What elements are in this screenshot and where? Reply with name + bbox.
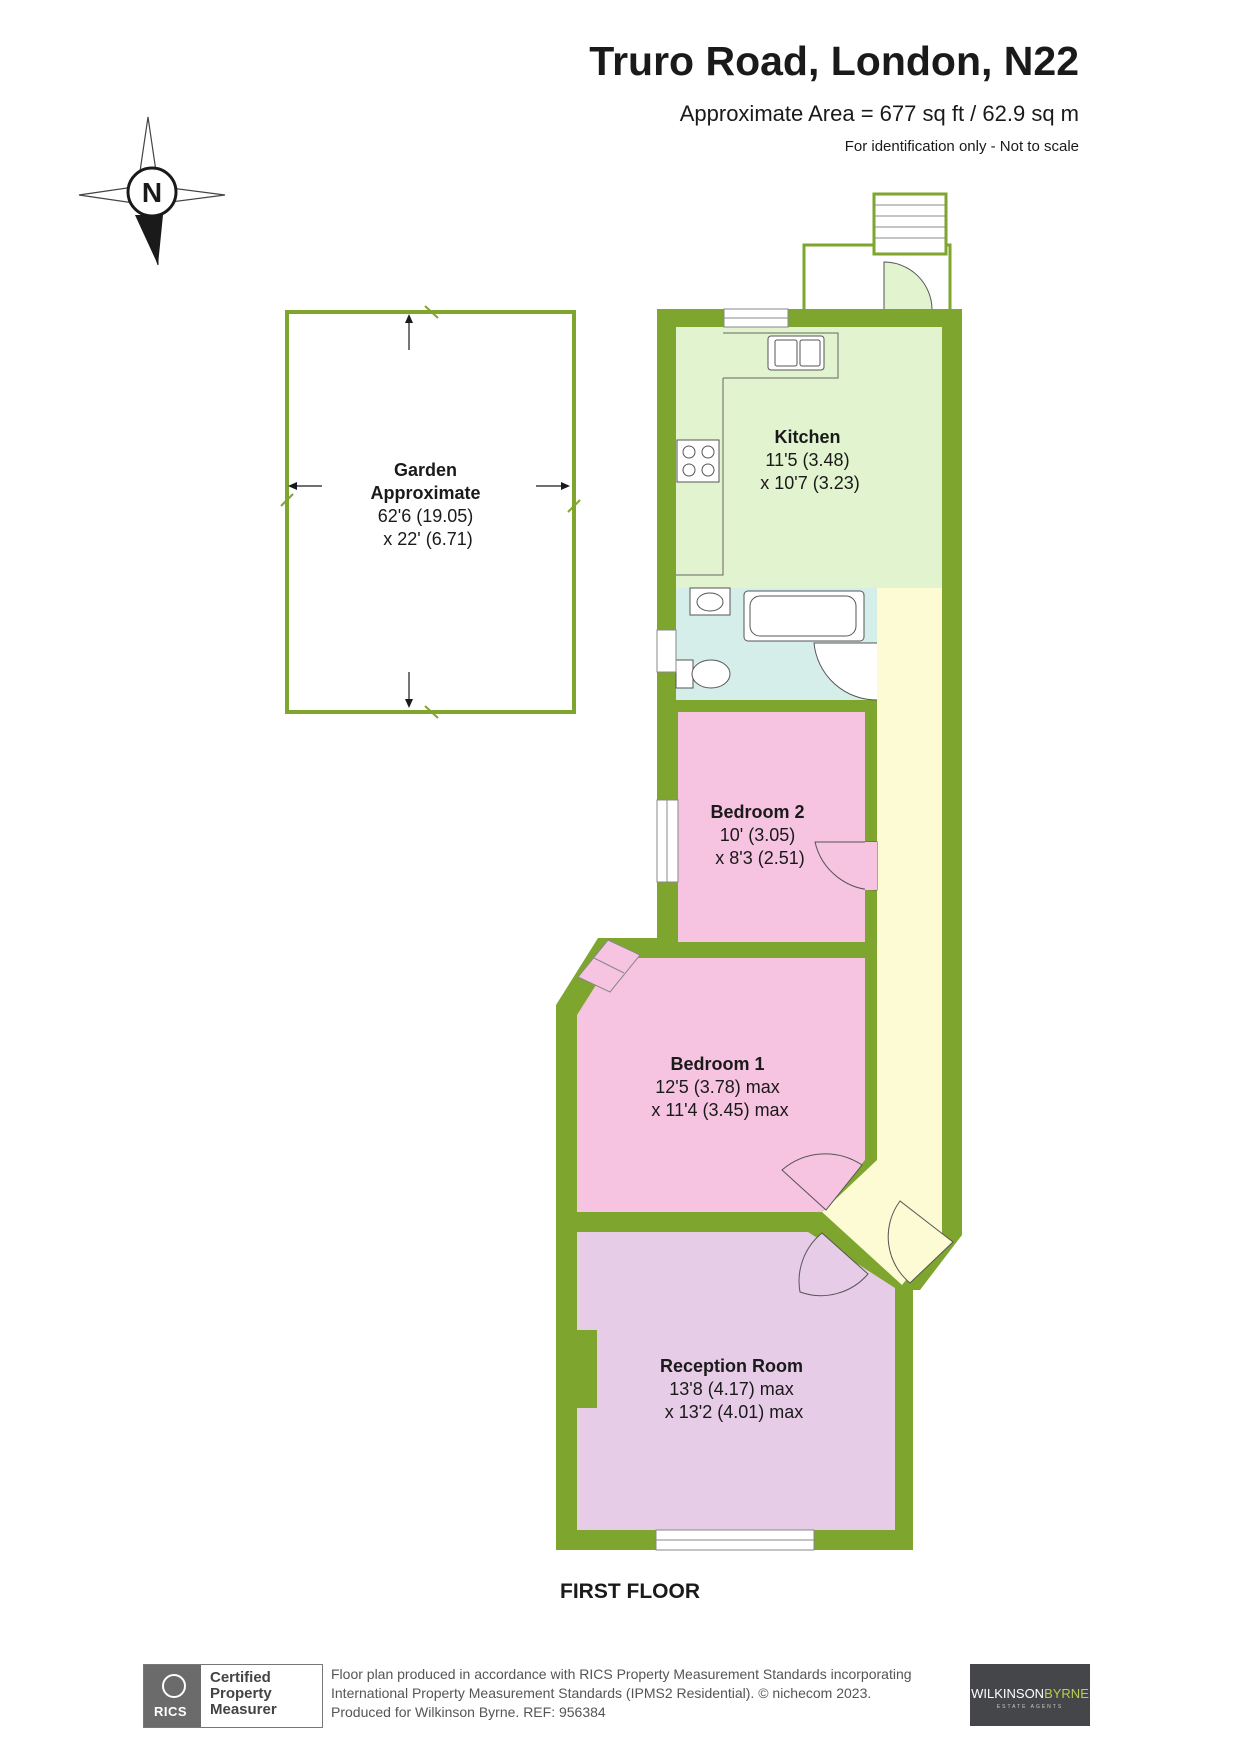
area-summary: Approximate Area = 677 sq ft / 62.9 sq m [679,101,1079,126]
svg-text:Bedroom 2 10' (3.05) x: Bedroom 2 10' (3.05) x 8'3 (2.51) [710,802,809,868]
bedroom-1-dim-2: x 11'4 (3.45) max [651,1100,788,1120]
certified-line-3: Measurer [210,1701,277,1718]
certified-line-1: Certified [210,1669,271,1686]
agent-name-part-2: BYRNE [1044,1686,1089,1701]
floor-label: FIRST FLOOR [560,1580,700,1603]
agent-name-part-1: WILKINSON [971,1686,1045,1701]
bedroom-1-room [577,958,865,1212]
bathroom-window [656,629,677,673]
entrance-door[interactable] [887,1200,954,1284]
bedroom-1-name: Bedroom 1 [670,1054,764,1074]
garden-name: Garden [394,460,457,480]
page-title: Truro Road, London, N22 [589,38,1079,84]
rics-logo: RICS Certified Property Measurer [143,1664,323,1728]
hob-icon [676,439,720,483]
stairs [802,192,952,310]
footer-line-2: International Property Measurement Stand… [331,1685,872,1701]
reception-room [577,1232,895,1530]
reception-name: Reception Room [660,1356,803,1376]
garden-dim-2: x 22' (6.71) [383,529,472,549]
bathroom-door[interactable] [813,642,878,701]
hallway [822,588,942,1285]
kitchen-name: Kitchen [774,427,840,447]
bedroom-2-room [678,712,865,942]
svg-text:Kitchen 11'5 (3.48) x: Kitchen 11'5 (3.48) x 10'7 (3.23) [760,427,860,493]
certified-line-2: Property [210,1685,272,1702]
agent-subtitle: ESTATE AGENTS [996,1704,1064,1710]
svg-text:Garden Approximate 62': Garden Approximate 62'6 (19.05) x 22' (6… [370,460,485,549]
rics-text: RICS [154,1704,188,1719]
reception-dim-2: x 13'2 (4.01) max [665,1402,804,1422]
compass-letter: N [142,177,162,208]
reception-door[interactable] [798,1232,869,1297]
bedroom-2-name: Bedroom 2 [710,802,804,822]
svg-text:Reception Room 13'8 (4.17): Reception Room 13'8 (4.17) max x 13'2 (4… [660,1356,808,1422]
svg-text:Bedroom 1 12'5 (3.78) max: Bedroom 1 12'5 (3.78) max x 11'4 (3.45) … [651,1054,788,1120]
kitchen-dim-1: 11'5 (3.48) [765,450,849,470]
footer-line-3: Produced for Wilkinson Byrne. REF: 95638… [331,1704,606,1720]
rics-crest-icon [162,1674,186,1698]
garden-name-2: Approximate [370,483,480,503]
bedroom-2-dim-1: 10' (3.05) [720,825,795,845]
agent-logo: WILKINSONBYRNE ESTATE AGENTS [970,1664,1090,1726]
garden-dim-1: 62'6 (19.05) [378,506,474,526]
bedroom-1-door[interactable] [781,1153,863,1211]
rics-mark: RICS [144,1665,201,1727]
kitchen-room [676,327,942,588]
compass-icon: N [78,116,226,266]
toilet-icon [675,659,731,689]
bedroom-1-dim-1: 12'5 (3.78) max [655,1077,780,1097]
garden-area [280,305,581,719]
identification-note: For identification only - Not to scale [844,138,1079,155]
agent-name: WILKINSONBYRNE [970,1686,1090,1701]
certified-measurer: Certified Property Measurer [210,1670,277,1718]
footer-notice: Floor plan produced in accordance with R… [331,1665,971,1722]
kitchen-dim-2: x 10'7 (3.23) [760,473,860,493]
reception-dim-1: 13'8 (4.17) max [669,1379,794,1399]
footer-line-1: Floor plan produced in accordance with R… [331,1666,912,1682]
bedroom-2-dim-2: x 8'3 (2.51) [715,848,804,868]
bedroom-1-bay-window [577,939,641,993]
